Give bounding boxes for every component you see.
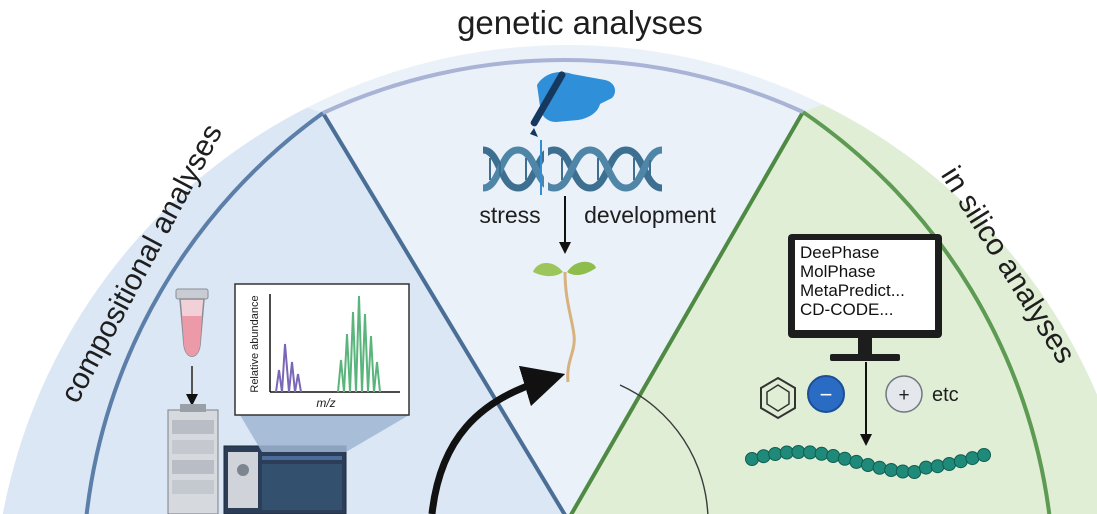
positive-charge-icon: + [885, 375, 923, 413]
negative-charge-icon: − [807, 375, 845, 413]
chain-bead [965, 451, 980, 466]
y-axis-label: Relative abundance [249, 295, 261, 392]
chain-bead [907, 465, 922, 479]
chain-bead [872, 460, 887, 475]
development-label: development [584, 202, 716, 228]
chain-bead [930, 459, 945, 474]
spectrum-zoom-wedge [240, 415, 409, 452]
chain-bead [826, 449, 841, 463]
chain-bead [919, 460, 933, 475]
rim-arc-top [322, 58, 804, 115]
chain-bead [779, 445, 794, 460]
chain-bead [803, 445, 817, 460]
curved-black-arrow [428, 365, 566, 514]
chain-bead [745, 452, 759, 466]
chain-bead [756, 449, 771, 464]
chain-bead [942, 457, 957, 471]
rim-arc-left [84, 111, 325, 514]
chain-bead [884, 463, 899, 477]
right-divider [566, 111, 805, 514]
dna-helix-icon [482, 140, 663, 195]
mass-spectrum-plot: Relative abundance m/z [234, 283, 410, 416]
chain-bead [953, 454, 968, 469]
chain-bead [849, 454, 864, 469]
green-peaks [337, 295, 381, 393]
computer-monitor-icon: DeePhase MolPhase MetaPredict... CD-CODE… [788, 234, 942, 361]
stress-label: stress [479, 202, 540, 228]
chain-bead [861, 458, 875, 472]
left-divider [321, 111, 570, 514]
screen-line-4: CD-CODE... [800, 300, 894, 319]
screen-line-3: MetaPredict... [800, 281, 905, 300]
chain-bead [814, 446, 829, 461]
chain-bead [895, 464, 910, 479]
etc-label: etc [932, 384, 959, 406]
sample-tube-icon [175, 288, 209, 357]
benzene-ring-icon [760, 376, 796, 420]
x-axis-label: m/z [316, 396, 335, 410]
plus-symbol: + [898, 385, 909, 406]
purple-peaks [275, 343, 302, 393]
minus-symbol: − [820, 382, 833, 407]
chain-bead [977, 448, 991, 462]
seedling-icon [533, 261, 596, 383]
chain-bead [837, 451, 852, 466]
polymer-chain-icon [745, 445, 991, 479]
hand-with-pen-icon [530, 71, 616, 137]
lc-ms-instrument-icon [167, 404, 347, 514]
inner-thin-arc [619, 384, 709, 514]
chain-bead [768, 447, 783, 461]
screen-line-2: MolPhase [800, 262, 876, 281]
top-section-title: genetic analyses [457, 4, 703, 41]
chain-bead [791, 445, 806, 459]
rim-arc-right [801, 110, 1052, 514]
screen-line-1: DeePhase [800, 243, 879, 262]
